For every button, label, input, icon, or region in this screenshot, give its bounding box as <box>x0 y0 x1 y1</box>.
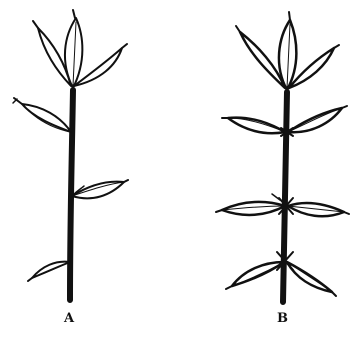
plant-a-leaf-1 <box>13 98 71 132</box>
plant-b-node-3-leaf-left <box>232 262 284 286</box>
plant-a-leaf-2 <box>72 180 128 198</box>
plant-a <box>13 10 128 300</box>
plant-a-top-cluster <box>33 10 127 88</box>
plant-b-node-2-leaf-left <box>222 202 285 215</box>
plant-b <box>216 12 349 302</box>
plant-b-node-1-leaf-left <box>228 118 285 134</box>
plant-b-label: B <box>277 312 288 325</box>
plant-a-leaf-3 <box>28 262 70 281</box>
plant-b-top-cluster <box>236 12 339 90</box>
plant-a-label: A <box>64 312 74 325</box>
plant-a-top-leaf-left <box>38 28 71 86</box>
plant-b-node-2-leaf-right <box>288 203 344 216</box>
